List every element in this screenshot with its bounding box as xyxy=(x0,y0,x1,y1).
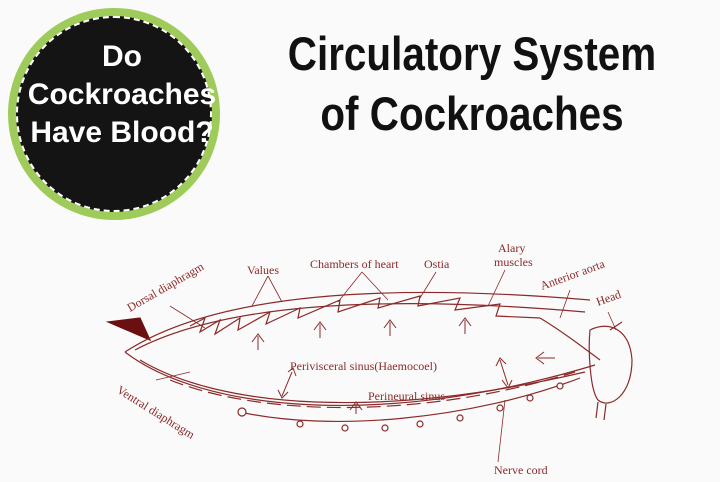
label-chambers-of-heart: Chambers of heart xyxy=(310,257,399,271)
anterior-aorta-line xyxy=(539,317,601,361)
label-values: Values xyxy=(247,263,279,277)
head-antenna xyxy=(595,321,623,421)
label-anterior-aorta: Anterior aorta xyxy=(538,256,607,293)
ganglia xyxy=(237,382,564,432)
leader-lines xyxy=(155,269,617,463)
nerve-cord-line xyxy=(239,377,581,423)
ventral-outline-inner xyxy=(139,359,586,404)
badge-line-2: Cockroaches xyxy=(27,78,217,111)
perineural-line xyxy=(169,371,576,409)
label-head: Head xyxy=(594,287,623,309)
label-ostia: Ostia xyxy=(424,257,450,271)
page-title: Circulatory System of Cockroaches xyxy=(283,24,661,144)
flow-arrows xyxy=(251,317,555,414)
label-ventral-diaphragm: Ventral diaphragm xyxy=(114,383,197,442)
label-alary-2: muscles xyxy=(494,255,533,269)
badge-line-1: Do xyxy=(102,40,142,73)
label-dorsal-diaphragm: Dorsal diaphragm xyxy=(125,259,207,315)
badge-disc xyxy=(16,16,212,212)
label-alary-1: Alary xyxy=(498,241,525,255)
badge-line-3: Have Blood? xyxy=(30,116,214,149)
title-line-2: of Cockroaches xyxy=(320,87,624,140)
label-perivisceral-sinus: Perivisceral sinus(Haemocoel) xyxy=(290,359,437,373)
label-perineural-sinus: Perineural sinus xyxy=(368,389,445,403)
dorsal-outline xyxy=(124,291,591,353)
label-nerve-cord: Nerve cord xyxy=(494,463,548,477)
title-line-1: Circulatory System xyxy=(287,27,657,80)
head-shape xyxy=(588,325,633,404)
badge: Do Cockroaches Have Blood? xyxy=(8,8,220,220)
heart-chambers xyxy=(189,295,541,336)
tail-shape xyxy=(105,317,152,342)
badge-text: Do Cockroaches Have Blood? xyxy=(22,38,222,152)
